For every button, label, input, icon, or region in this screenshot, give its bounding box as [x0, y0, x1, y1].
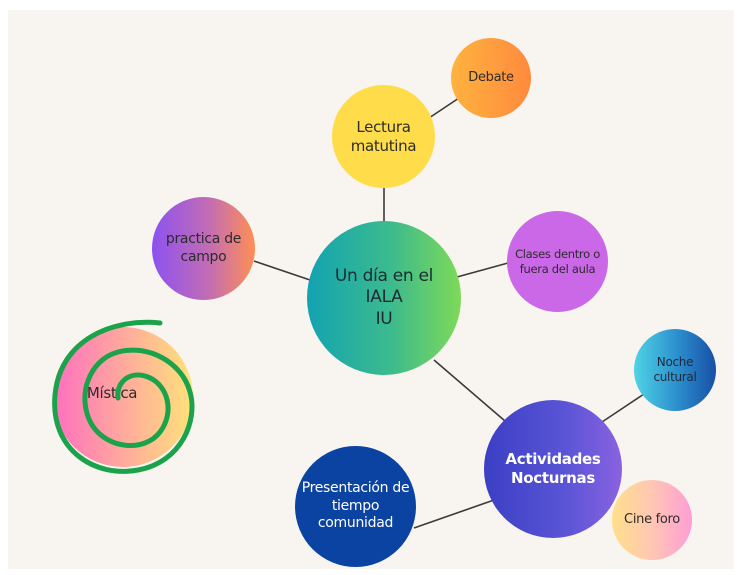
node-cine-foro-label: Cine foro: [624, 511, 680, 527]
link-actividades-presentacion: [413, 499, 495, 529]
central-node-label: Un día en el IALA IU: [334, 266, 434, 329]
node-actividades-nocturnas-label: Actividades Nocturnas: [505, 450, 601, 487]
node-actividades-nocturnas[interactable]: Actividades Nocturnas: [484, 400, 622, 538]
node-noche-cultural-label: Noche cultural: [653, 355, 697, 384]
node-mistica-label: Mística: [86, 383, 138, 402]
node-presentacion-label: Presentación de tiempo comunidad: [301, 480, 410, 532]
node-lectura-matutina-label: Lectura matutina: [350, 117, 417, 155]
node-clases[interactable]: Clases dentro o fuera del aula: [507, 211, 608, 312]
node-debate[interactable]: Debate: [451, 38, 531, 118]
node-lectura-matutina[interactable]: Lectura matutina: [332, 85, 435, 188]
node-debate-label: Debate: [468, 69, 514, 85]
node-clases-label: Clases dentro o fuera del aula: [515, 247, 600, 276]
link-center-practica: [253, 260, 311, 281]
link-center-clases: [456, 262, 509, 278]
link-actividades-noche: [601, 393, 645, 423]
central-node[interactable]: Un día en el IALA IU: [307, 221, 461, 375]
node-practica-de-campo[interactable]: practica de campo: [152, 197, 255, 300]
node-mistica[interactable]: Mística: [53, 327, 193, 467]
link-center-actividades: [433, 359, 506, 422]
node-presentacion[interactable]: Presentación de tiempo comunidad: [295, 446, 416, 567]
node-cine-foro[interactable]: Cine foro: [612, 480, 692, 560]
node-noche-cultural[interactable]: Noche cultural: [634, 329, 716, 411]
node-practica-de-campo-label: practica de campo: [165, 231, 242, 265]
